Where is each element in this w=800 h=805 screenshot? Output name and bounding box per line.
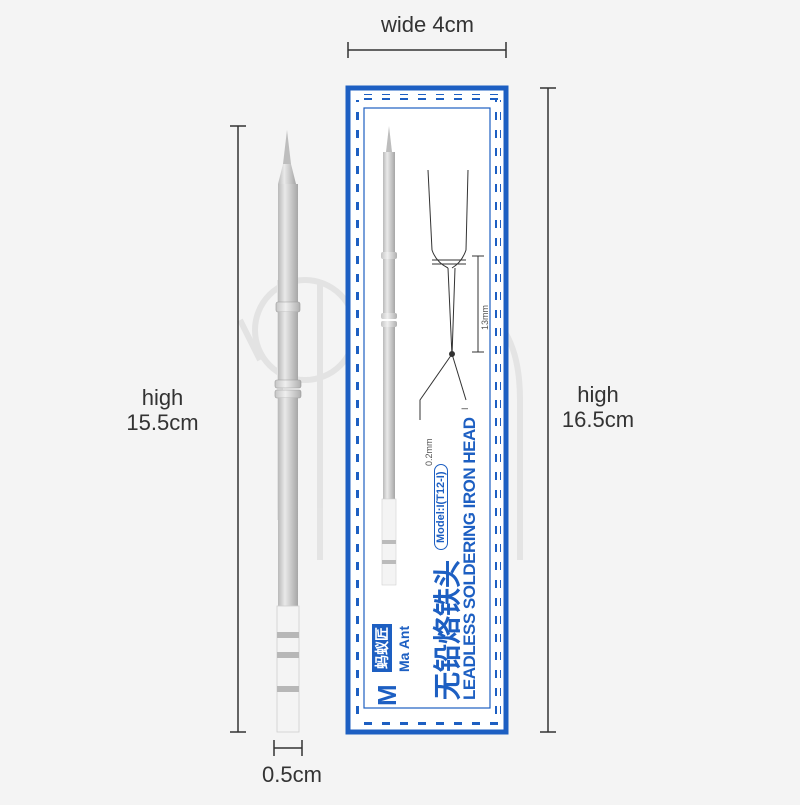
- brand-name-cn: 蚂蚁匠: [372, 624, 392, 672]
- box-height-label: high 16.5cm: [548, 382, 648, 433]
- box-width-dimension: [347, 42, 507, 58]
- tip-length-annotation: 13mm: [480, 304, 490, 330]
- model-badge: Model:I(T12-I): [434, 464, 448, 550]
- tip-type-annotation: I: [460, 407, 470, 410]
- box-height-label-line2: 16.5cm: [561, 407, 635, 433]
- diameter-label: 0.5cm: [262, 762, 322, 787]
- package-tip-image: [381, 126, 397, 586]
- package-box: [345, 85, 509, 735]
- package-title-en: LEADLESS SOLDERING IRON HEAD: [460, 417, 479, 700]
- tip-height-label-line1: high: [141, 385, 184, 410]
- tip-height-dimension: [230, 125, 246, 733]
- diameter-dimension: [273, 740, 303, 756]
- tip-height-label: high 15.5cm: [110, 385, 215, 436]
- box-height-dimension: [540, 87, 556, 733]
- brand-logo: M: [372, 684, 402, 706]
- tip-height-label-line2: 15.5cm: [126, 410, 199, 436]
- box-width-label: wide 4cm: [381, 12, 474, 37]
- tip-width-annotation: 0.2mm: [424, 438, 434, 466]
- box-height-label-line1: high: [577, 382, 619, 407]
- tip-detail-drawing: [419, 169, 484, 420]
- soldering-tip: [274, 130, 302, 733]
- brand-name-en: Ma Ant: [396, 625, 412, 672]
